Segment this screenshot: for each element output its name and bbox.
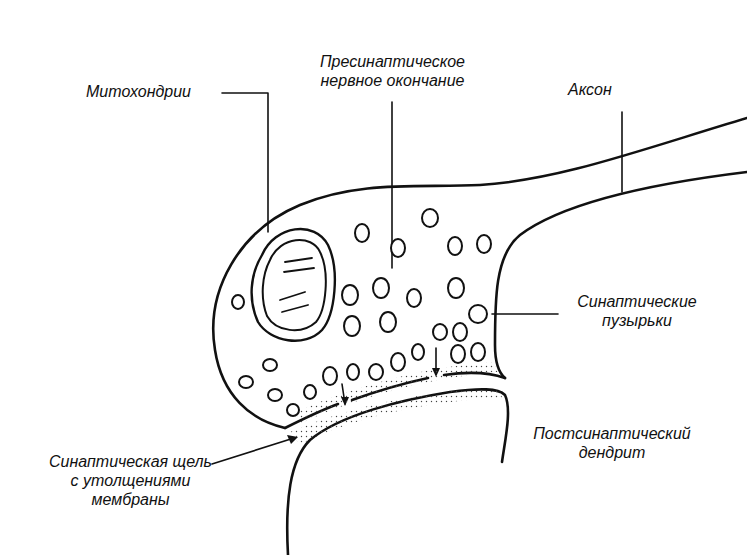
synaptic-vesicle	[232, 295, 244, 309]
leader-line	[212, 438, 294, 464]
mitochondrion-inner	[263, 240, 326, 330]
synaptic-vesicle	[347, 364, 359, 380]
mitochondrion-outer	[252, 229, 335, 341]
synaptic-vesicle	[391, 239, 405, 257]
synaptic-vesicle	[304, 385, 316, 399]
synaptic-vesicle	[239, 376, 253, 388]
part-label: Аксон	[568, 80, 628, 99]
membrane-thickening	[290, 388, 502, 445]
synaptic-vesicle	[342, 285, 358, 305]
part-label: Синаптическая щель с утолщениями мембран…	[48, 452, 213, 510]
synaptic-vesicle	[412, 344, 424, 360]
synaptic-vesicle	[407, 289, 421, 307]
part-label: Синаптические пузырьки	[562, 292, 712, 330]
synaptic-vesicle	[380, 312, 396, 332]
synaptic-vesicle	[451, 345, 465, 363]
synaptic-vesicle	[477, 235, 491, 253]
part-label: Пресинаптическое нервное окончание	[290, 52, 495, 90]
synaptic-vesicle	[471, 343, 485, 361]
part-label: Митохондрии	[86, 82, 226, 101]
synaptic-vesicle	[263, 359, 277, 371]
synaptic-vesicle	[448, 237, 462, 255]
presynaptic-membrane	[213, 118, 747, 428]
synaptic-vesicle	[373, 278, 389, 298]
synaptic-vesicle	[422, 209, 438, 227]
synaptic-vesicle	[448, 278, 464, 298]
synaptic-vesicle	[355, 224, 369, 242]
synaptic-vesicle	[323, 367, 337, 385]
part-label: Постсинаптический дендрит	[522, 424, 702, 462]
synaptic-vesicle	[433, 324, 447, 340]
synaptic-vesicle	[369, 364, 383, 380]
leader-line	[492, 313, 558, 315]
synaptic-vesicle	[287, 404, 299, 416]
axon-membrane	[495, 172, 747, 378]
mitochondrion-crista	[280, 258, 314, 312]
synaptic-vesicle	[469, 305, 487, 323]
synaptic-vesicle	[268, 389, 282, 401]
synaptic-vesicle	[344, 316, 360, 336]
leader-line	[222, 93, 268, 232]
leader-line	[621, 112, 623, 192]
synaptic-vesicle	[453, 323, 467, 341]
synaptic-vesicle	[391, 353, 405, 371]
